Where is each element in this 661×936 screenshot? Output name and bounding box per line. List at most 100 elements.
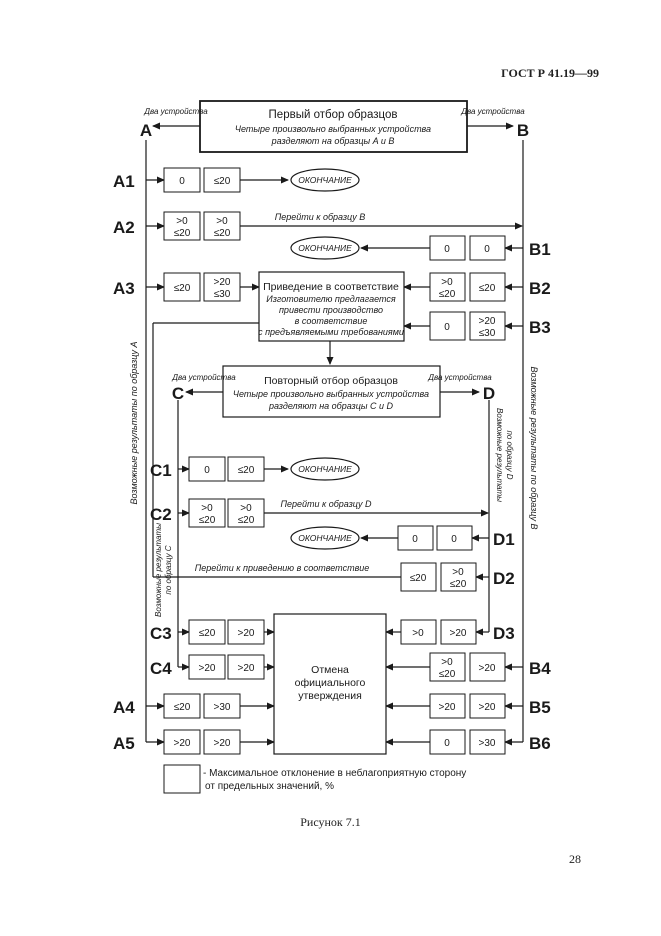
a2-cell1-top: >0 (176, 216, 188, 227)
c3-cell1: ≤20 (199, 628, 216, 639)
d1-cell2: 0 (451, 534, 457, 545)
a4-cell1: ≤20 (174, 702, 191, 713)
page-number: 28 (569, 852, 581, 866)
d3-cell2: >20 (450, 628, 467, 639)
c1-cell1: 0 (204, 465, 210, 476)
b4-cell2: >20 (479, 663, 496, 674)
end-text-b1: ОКОНЧАНИЕ (298, 243, 352, 253)
c1-cell2: ≤20 (238, 465, 255, 476)
vertical-label-d-line1: Возможные результаты (495, 408, 504, 502)
second-sampling-sub2: разделяют на образцы C и D (268, 401, 394, 411)
label-c2: C2 (150, 505, 172, 524)
label-c3: C3 (150, 624, 172, 643)
legend-line2: от предельных значений, % (205, 781, 334, 792)
c3-cell2: >20 (238, 628, 255, 639)
b5-cell2: >20 (479, 702, 496, 713)
label-a2: A2 (113, 218, 135, 237)
two-devices-right-d: Два устройства (427, 373, 492, 382)
c4-cell1: >20 (199, 663, 216, 674)
vertical-label-a: Возможные результаты по образцу A (129, 341, 139, 504)
two-devices-left-a: Два устройства (143, 107, 208, 116)
a4-cell2: >30 (214, 702, 231, 713)
legend-box (163, 764, 201, 794)
label-b5: B5 (529, 698, 551, 717)
end-text-d1: ОКОНЧАНИЕ (298, 533, 352, 543)
b3-cell1: 0 (444, 322, 450, 333)
b3-cell2-bottom: ≤30 (479, 328, 496, 339)
end-text-a1: ОКОНЧАНИЕ (298, 175, 352, 185)
label-c4: C4 (150, 659, 172, 678)
first-sampling-box (199, 100, 468, 153)
figure-caption: Рисунок 7.1 (300, 815, 361, 829)
end-text-c1: ОКОНЧАНИЕ (298, 464, 352, 474)
vertical-label-b: Возможные результаты по образцу B (529, 366, 539, 529)
two-devices-right-b: Два устройства (460, 107, 525, 116)
a1-cell1: 0 (179, 176, 185, 187)
conformity-line3: в соответствие (295, 316, 368, 326)
cancel-approval-box (273, 613, 387, 755)
label-b6: B6 (529, 734, 551, 753)
standard-header: ГОСТ Р 41.19—99 (501, 66, 599, 80)
label-b1: B1 (529, 240, 551, 259)
label-b4: B4 (529, 659, 551, 678)
b2-cell1-top: >0 (441, 277, 453, 288)
c2-cell2-bottom: ≤20 (238, 515, 255, 526)
cancel-line2: официального (295, 677, 366, 689)
conformity-line2: привести производство (279, 305, 383, 315)
d2-cell2-bottom: ≤20 (450, 579, 467, 590)
label-b3: B3 (529, 318, 551, 337)
a1-cell2: ≤20 (214, 176, 231, 187)
cancel-line3: утверждения (298, 690, 362, 702)
a5-cell1: >20 (174, 738, 191, 749)
d2-cell1: ≤20 (410, 573, 427, 584)
b1-cell1: 0 (444, 244, 450, 255)
c4-cell2: >20 (238, 663, 255, 674)
two-devices-left-c: Два устройства (171, 373, 236, 382)
label-a4: A4 (113, 698, 135, 717)
conformity-line4: с предъявляемыми требованиями (258, 327, 404, 337)
label-c: C (172, 384, 184, 403)
label-d1: D1 (493, 530, 515, 549)
label-a1: A1 (113, 172, 135, 191)
second-sampling-box (222, 365, 441, 418)
b2-cell1-bottom: ≤20 (439, 289, 456, 300)
a2-cell2-top: >0 (216, 216, 228, 227)
first-sampling-sub1: Четыре произвольно выбранных устройства (235, 124, 431, 134)
a2-cell1-bottom: ≤20 (174, 228, 191, 239)
b6-cell1: 0 (444, 738, 450, 749)
conformity-line1: Изготовителю предлагается (266, 294, 396, 304)
label-b2: B2 (529, 279, 551, 298)
d3-cell1: >0 (412, 628, 424, 639)
b3-cell2-top: >20 (479, 316, 496, 327)
label-a: A (140, 121, 152, 140)
a3-cell2-bottom: ≤30 (214, 289, 231, 300)
label-d3: D3 (493, 624, 515, 643)
label-c1: C1 (150, 461, 172, 480)
c2-cell1-bottom: ≤20 (199, 515, 216, 526)
a5-cell2: >20 (214, 738, 231, 749)
conformity-title: Приведение в соответствие (263, 281, 399, 293)
c2-cell1-top: >0 (201, 503, 213, 514)
goto-sample-d: Перейти к образцу D (280, 499, 372, 509)
c2-cell2-top: >0 (240, 503, 252, 514)
goto-sample-b: Перейти к образцу B (275, 212, 366, 222)
legend-line1: - Максимальное отклонение в неблагоприят… (203, 767, 466, 779)
d1-cell1: 0 (412, 534, 418, 545)
b6-cell2: >30 (479, 738, 496, 749)
vertical-label-d-line2: по образцу D (505, 430, 514, 479)
vertical-label-c-line1: Возможные результаты (154, 523, 163, 617)
b5-cell1: >20 (439, 702, 456, 713)
vertical-label-c-line2: по образцу C (164, 545, 173, 594)
b2-cell2: ≤20 (479, 283, 496, 294)
d2-cell2-top: >0 (452, 567, 464, 578)
conformity-box (258, 271, 405, 342)
a2-cell2-bottom: ≤20 (214, 228, 231, 239)
b1-cell2: 0 (484, 244, 490, 255)
end-oval-d1 (290, 526, 360, 550)
label-d: D (483, 384, 495, 403)
first-sampling-sub2: разделяют на образцы A и B (271, 136, 395, 146)
goto-conformity: Перейти к приведению в соответствие (195, 563, 370, 573)
label-d2: D2 (493, 569, 515, 588)
b4-cell1-bottom: ≤20 (439, 669, 456, 680)
